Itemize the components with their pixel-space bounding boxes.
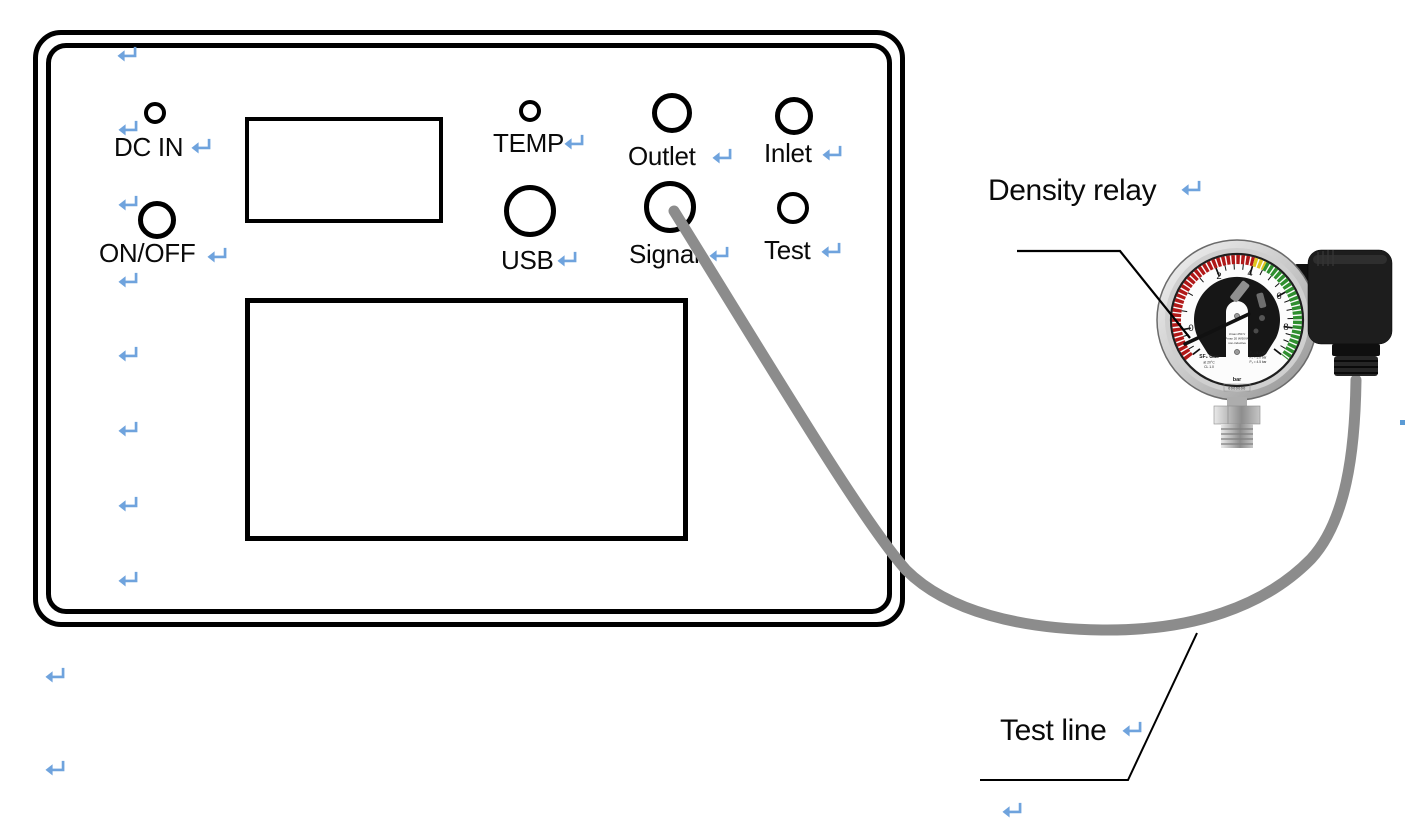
gauge-dial-text: Umax 250 V Pmax 20 W/50VA non-inductive … xyxy=(1199,332,1268,392)
on-off-button xyxy=(138,201,176,239)
usb-label: USB xyxy=(501,245,554,275)
svg-text:SF₆ Gas: SF₆ Gas xyxy=(1199,354,1219,360)
svg-text:P₃ = 4.5 bar: P₃ = 4.5 bar xyxy=(1250,360,1268,364)
svg-text:0000000: 0000000 xyxy=(1228,387,1246,391)
return-mark-icon xyxy=(115,44,138,64)
return-mark-icon xyxy=(43,758,66,778)
density-relay-label: Density relay xyxy=(988,174,1157,207)
connector-collar xyxy=(1332,344,1380,356)
svg-text:2: 2 xyxy=(1216,271,1221,282)
svg-text:8: 8 xyxy=(1283,322,1288,333)
svg-text:Pmax 20 W/50VA: Pmax 20 W/50VA xyxy=(1225,337,1248,341)
return-mark-icon xyxy=(116,344,139,364)
gauge-thread xyxy=(1221,424,1253,448)
gauge-hex-nut xyxy=(1213,405,1261,425)
return-mark-icon xyxy=(555,249,578,269)
return-mark-icon xyxy=(710,146,733,166)
gauge-neck xyxy=(1227,397,1247,407)
svg-text:6: 6 xyxy=(1276,291,1281,302)
svg-text:bar: bar xyxy=(1233,377,1242,383)
return-mark-icon xyxy=(116,270,139,290)
inlet-port xyxy=(775,97,813,135)
on-off-label: ON/OFF xyxy=(99,238,196,268)
display-window-small xyxy=(245,117,443,223)
dc-in-label: DC IN xyxy=(114,132,184,162)
usb-port xyxy=(504,185,556,237)
return-mark-icon xyxy=(1000,800,1023,820)
outlet-label: Outlet xyxy=(628,141,696,171)
svg-text:Umax 250 V: Umax 250 V xyxy=(1229,332,1246,336)
test-line-label: Test line xyxy=(1000,714,1107,747)
return-mark-icon xyxy=(116,419,139,439)
gauge-scale-numbers: 0 2 4 6 8 xyxy=(1188,268,1288,334)
return-mark-icon xyxy=(116,569,139,589)
gauge-connector xyxy=(1307,249,1393,345)
svg-text:non-inductive: non-inductive xyxy=(1228,341,1246,345)
connector-gland-nut xyxy=(1334,356,1378,376)
return-mark-icon xyxy=(820,143,843,163)
dc-in-led xyxy=(144,102,166,124)
test-line-leader-line xyxy=(980,632,1198,781)
signal-port xyxy=(644,181,696,233)
connector-highlight xyxy=(1313,255,1387,264)
return-mark-icon xyxy=(205,245,228,265)
svg-text:4: 4 xyxy=(1247,268,1252,279)
return-mark-icon xyxy=(116,193,139,213)
svg-text:P₁ = 5.2 bar: P₁ = 5.2 bar xyxy=(1250,351,1268,355)
anchor-dot xyxy=(1400,420,1405,425)
test-port xyxy=(777,192,809,224)
svg-text:CL 1.0: CL 1.0 xyxy=(1204,365,1214,369)
density-relay-leader-line xyxy=(1017,249,1191,339)
gauge-mechanism-mask xyxy=(1194,276,1280,357)
density-relay-gauge[interactable]: 0 2 4 6 8 Umax 250 V Pmax 20 W/50VA non-… xyxy=(1156,239,1393,448)
inlet-label: Inlet xyxy=(764,138,812,168)
svg-text:0: 0 xyxy=(1188,323,1193,334)
connector-backplate xyxy=(1294,264,1316,332)
red-zone xyxy=(1172,255,1255,361)
return-mark-icon xyxy=(189,136,212,156)
outlet-port xyxy=(652,93,692,133)
gauge-needle xyxy=(1183,312,1251,346)
return-mark-icon xyxy=(116,494,139,514)
green-zone xyxy=(1262,262,1303,361)
gauge-ticks xyxy=(1181,264,1293,356)
svg-text:at 20°C: at 20°C xyxy=(1203,361,1215,365)
gauge-dial xyxy=(1169,252,1305,388)
return-mark-icon xyxy=(707,244,730,264)
gauge-bezel xyxy=(1156,239,1318,401)
display-window-large xyxy=(245,298,688,541)
return-mark-icon xyxy=(562,132,585,152)
temp-led xyxy=(519,100,541,122)
temp-label: TEMP xyxy=(493,128,565,158)
yellow-zone xyxy=(1252,257,1267,271)
return-mark-icon xyxy=(116,118,139,138)
return-mark-icon xyxy=(43,665,66,685)
return-mark-icon xyxy=(1120,719,1143,739)
test-label: Test xyxy=(764,235,811,265)
gauge-bezel-step xyxy=(1165,248,1309,392)
svg-text:P₂ = 5.0 bar: P₂ = 5.0 bar xyxy=(1250,356,1268,360)
signal-label: Signal xyxy=(629,239,700,269)
return-mark-icon xyxy=(1179,178,1202,198)
return-mark-icon xyxy=(819,240,842,260)
